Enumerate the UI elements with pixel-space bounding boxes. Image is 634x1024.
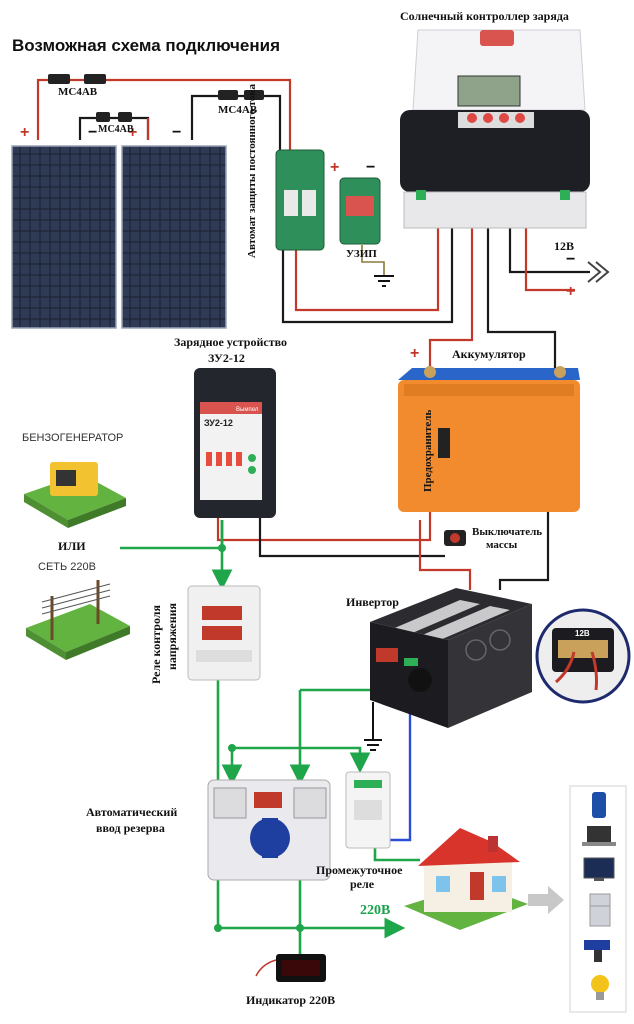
dc-wires xyxy=(36,78,590,590)
voltage-relay xyxy=(187,585,261,681)
battery-label: Аккумулятор xyxy=(452,347,526,361)
uzip-label: УЗИП xyxy=(346,248,377,260)
svg-text:+: + xyxy=(20,124,29,141)
inverter-ground xyxy=(364,702,382,751)
indicator-label: Индикатор 220В xyxy=(246,993,336,1007)
svg-text:+: + xyxy=(410,345,419,362)
page-title: Возможная схема подключения xyxy=(12,36,280,55)
intermediate-relay xyxy=(345,771,391,849)
fuse-label: Предохранитель xyxy=(422,409,434,492)
mc4-label-1: MC4AB xyxy=(58,86,98,98)
ats-label-line1: Автоматический xyxy=(86,805,178,819)
output-arrow xyxy=(528,886,564,914)
uzip-device xyxy=(339,177,381,245)
generator-scene xyxy=(24,462,126,528)
dc-breaker-label: Автомат защиты постоянного тока xyxy=(246,83,258,258)
laptop-icon xyxy=(582,826,616,846)
mc4-connectors xyxy=(48,74,264,122)
mc4-label-3: MC4AB xyxy=(218,104,258,116)
inverter-label: Инвертор xyxy=(346,595,399,609)
svg-text:+: + xyxy=(566,283,575,300)
controller-label: Солнечный контроллер заряда xyxy=(400,9,569,23)
ats-label-line2: ввод резерва xyxy=(96,821,165,835)
ats-switch xyxy=(207,779,331,881)
tv-icon xyxy=(583,857,615,881)
grid-scene xyxy=(26,580,130,660)
charger-label-line2: ЗУ2-12 xyxy=(208,351,245,365)
svg-text:+: + xyxy=(128,124,137,141)
dc-breaker xyxy=(275,149,325,251)
mass-switch xyxy=(444,530,466,546)
or-label: ИЛИ xyxy=(58,539,86,553)
bulb-icon xyxy=(591,975,609,1000)
mass-switch-label-line2: массы xyxy=(486,539,518,551)
indicator-220v xyxy=(255,954,326,982)
solar-panel-right xyxy=(121,145,227,329)
svg-text:+: + xyxy=(330,159,339,176)
svg-text:−: − xyxy=(566,251,575,268)
inverter-inset-voltage: 12В xyxy=(575,629,590,638)
charger-label-line1: Зарядное устройство xyxy=(174,335,288,349)
intermediate-relay-label-line1: Промежуточное xyxy=(316,863,403,877)
solar-panel-left xyxy=(11,145,117,329)
inverter xyxy=(370,588,532,728)
solar-controller xyxy=(400,29,590,229)
grid-label: СЕТЬ 220В xyxy=(38,561,96,573)
appliances-panel xyxy=(569,785,627,1013)
load-output-arrow xyxy=(587,261,602,283)
svg-text:−: − xyxy=(88,124,97,141)
voltage-relay-label-line1: Реле контроля xyxy=(149,604,163,684)
voltage-relay-label-line2: напряжения xyxy=(165,602,179,670)
svg-text:−: − xyxy=(172,124,181,141)
intermediate-relay-label-line2: реле xyxy=(350,877,375,891)
output-12v-label: 12В xyxy=(554,239,575,253)
output-220v-label: 220В xyxy=(360,903,391,918)
svg-text:−: − xyxy=(366,159,375,176)
drill-icon xyxy=(584,940,610,962)
charger-brand-text: Вымпел xyxy=(236,407,259,413)
mc4-label-2: MC4AB xyxy=(98,124,134,135)
fridge-icon xyxy=(589,893,611,927)
mass-switch-label-line1: Выключатель xyxy=(472,526,543,538)
charger-model-text: ЗУ2-12 xyxy=(204,418,233,428)
inverter-inset xyxy=(535,608,631,704)
generator-label: БЕНЗОГЕНЕРАТОР xyxy=(22,432,124,444)
phone-icon xyxy=(592,792,606,818)
ground-symbol xyxy=(374,275,394,287)
battery xyxy=(398,366,580,512)
charger-device xyxy=(194,368,276,518)
junction-dots xyxy=(214,544,304,932)
house xyxy=(404,828,528,930)
